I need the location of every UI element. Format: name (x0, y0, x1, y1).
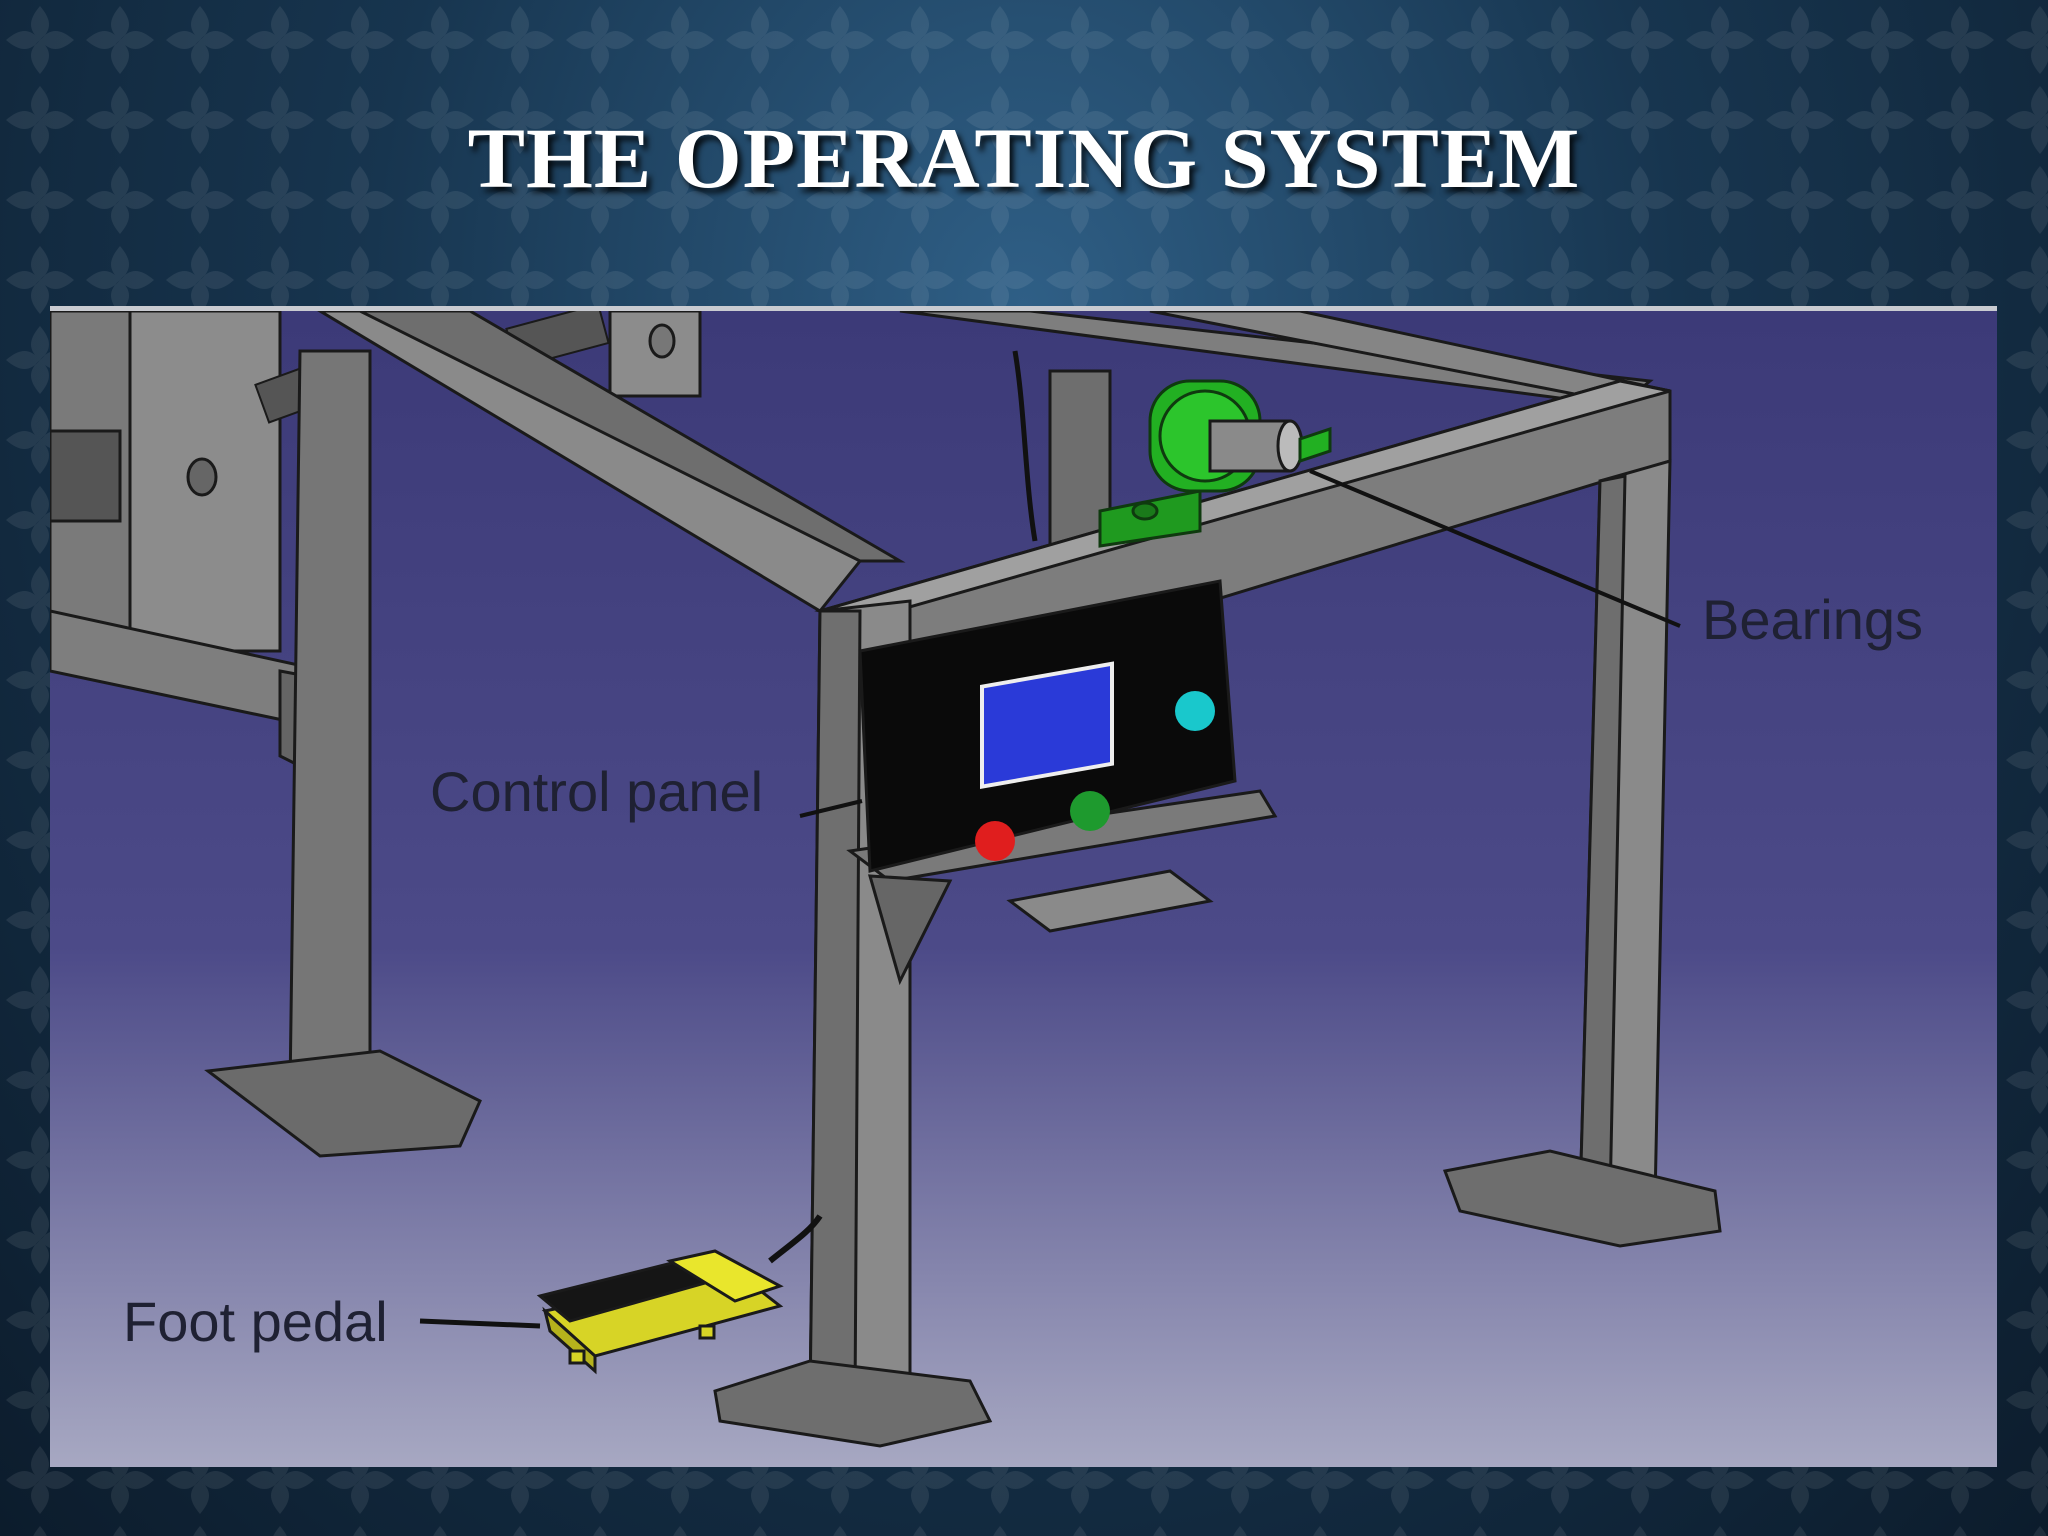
bearings-label: Bearings (1702, 588, 1923, 651)
frame-right-leg (1442, 458, 1722, 1248)
foot-pedal (536, 1249, 784, 1375)
pedal-cable (768, 1214, 823, 1264)
bearing (1098, 379, 1332, 548)
lcd-screen (980, 661, 1114, 790)
slide-title: THE OPERATING SYSTEM (467, 110, 1581, 206)
control-cable (1012, 350, 1038, 542)
operating-system-diagram: Bearings Control panel Foot pedal (50, 306, 1997, 1472)
cyan-button (1175, 691, 1215, 731)
control-panel-shelf (846, 789, 1278, 986)
frame-back-legs (204, 349, 1112, 1158)
control-box (858, 579, 1237, 873)
foot-pedal-label: Foot pedal (123, 1290, 388, 1353)
foot-pedal-leader-line (419, 1318, 541, 1329)
green-button (1070, 791, 1110, 831)
control-panel-label: Control panel (430, 760, 763, 823)
machine-block (50, 311, 702, 784)
red-button (975, 821, 1015, 861)
bearings-leader-line (1309, 469, 1681, 628)
control-panel-leader-line (799, 799, 863, 818)
diagram-background (50, 311, 1997, 1467)
